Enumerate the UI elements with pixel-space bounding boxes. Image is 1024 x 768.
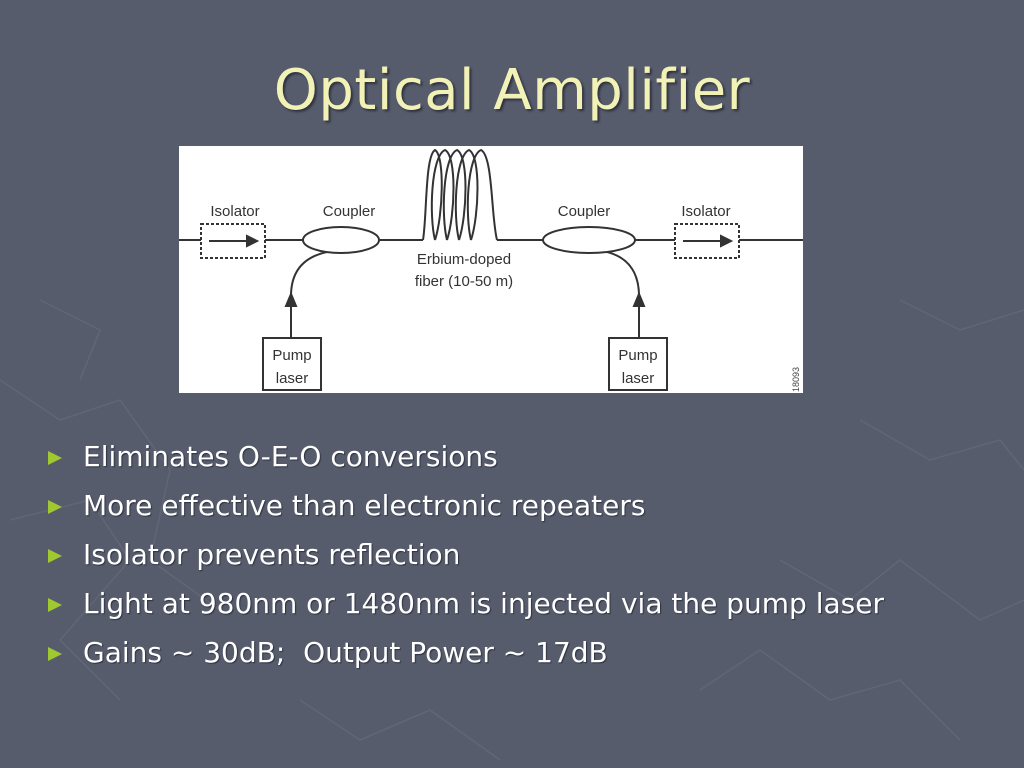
- right-pump-label-line1: Pump: [618, 347, 657, 364]
- bullet-arrow-icon: [48, 548, 62, 563]
- right-coupler-shape: [542, 226, 636, 254]
- fiber-label-line1: Erbium-doped: [417, 251, 511, 268]
- left-coupler-shape: [302, 226, 380, 254]
- right-isolator-arrow: [720, 234, 734, 248]
- bullet-text: Light at 980nm or 1480nm is injected via…: [83, 587, 884, 620]
- right-pump-arrow: [632, 291, 646, 307]
- bullet-text: Eliminates O-E-O conversions: [83, 440, 498, 473]
- bullet-item: More effective than electronic repeaters: [48, 481, 884, 530]
- optical-amplifier-diagram: Isolator Coupler Coupler Isolator Erbium…: [179, 146, 803, 393]
- right-pump-box: [608, 337, 668, 391]
- bullet-item: Isolator prevents reflection: [48, 530, 884, 579]
- slide-title: Optical Amplifier: [273, 58, 751, 123]
- bullet-list: Eliminates O-E-O conversions More effect…: [48, 432, 884, 677]
- left-isolator-box: [200, 223, 266, 259]
- bullet-item: Eliminates O-E-O conversions: [48, 432, 884, 481]
- right-isolator-box: [674, 223, 740, 259]
- bullet-arrow-icon: [48, 646, 62, 661]
- left-pump-arrow: [284, 291, 298, 307]
- bullet-item: Light at 980nm or 1480nm is injected via…: [48, 579, 884, 628]
- erbium-doped-fiber-coil: [422, 148, 498, 241]
- bullet-text: More effective than electronic repeaters: [83, 489, 646, 522]
- right-pump-label-line2: laser: [622, 370, 655, 387]
- left-isolator-arrow: [246, 234, 260, 248]
- left-pump-box: [262, 337, 322, 391]
- left-pump-fiber: [290, 251, 328, 297]
- bullet-arrow-icon: [48, 450, 62, 465]
- right-coupler-label: Coupler: [558, 203, 611, 220]
- bullet-text: Isolator prevents reflection: [83, 538, 461, 571]
- right-pump-fiber: [606, 251, 640, 297]
- bullet-text: Gains ~ 30dB; Output Power ~ 17dB: [83, 636, 608, 669]
- left-pump-label-line1: Pump: [272, 347, 311, 364]
- left-pump-label-line2: laser: [276, 370, 309, 387]
- bullet-item: Gains ~ 30dB; Output Power ~ 17dB: [48, 628, 884, 677]
- bullet-arrow-icon: [48, 499, 62, 514]
- right-isolator-label: Isolator: [681, 203, 730, 220]
- left-isolator-label: Isolator: [210, 203, 259, 220]
- figure-id: 18093: [791, 367, 801, 392]
- fiber-label-line2: fiber (10-50 m): [415, 273, 513, 290]
- left-coupler-label: Coupler: [323, 203, 376, 220]
- bullet-arrow-icon: [48, 597, 62, 612]
